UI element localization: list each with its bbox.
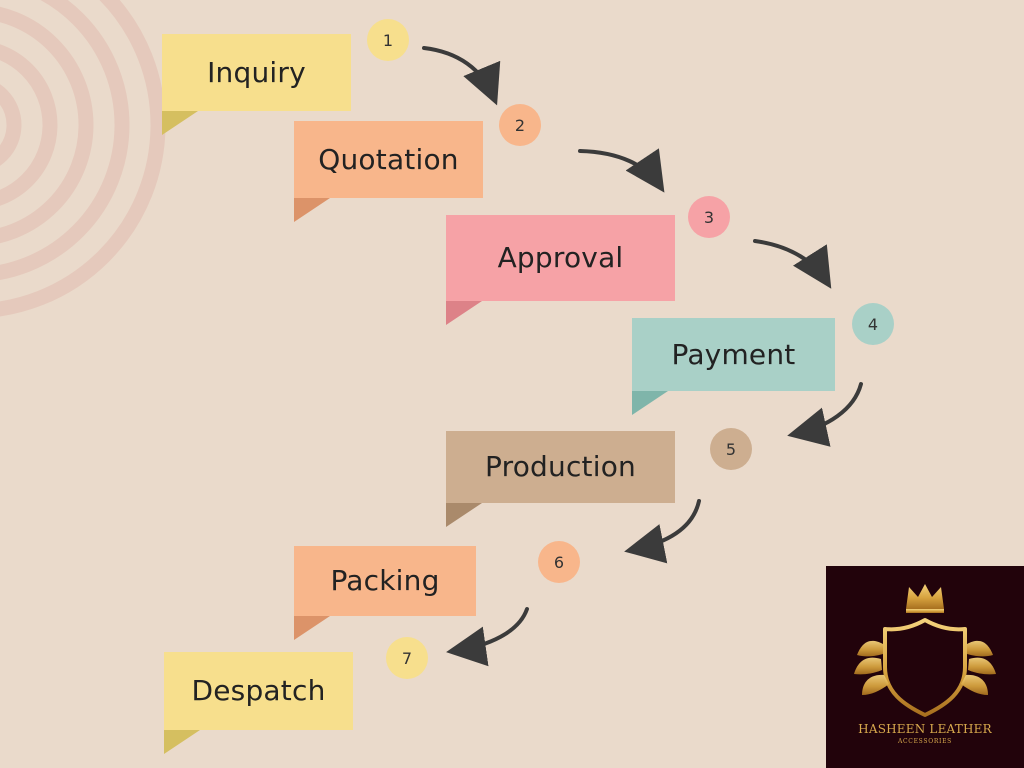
step-payment: Payment (632, 318, 835, 415)
step-number-text: 4 (867, 314, 879, 334)
step-number-text: 7 (401, 648, 413, 668)
arrow-2-to-3 (578, 148, 665, 193)
brand-logo: HASHEEN LEATHER ACCESSORIES (826, 566, 1024, 768)
arrow-4-to-5 (787, 382, 863, 447)
step-packing: Packing (294, 546, 476, 640)
step-label: Quotation (318, 142, 459, 176)
arrow-5-to-6 (624, 499, 701, 564)
step-label: Production (485, 450, 636, 483)
step-3-number: 3 (688, 196, 730, 238)
step-number-text: 6 (553, 552, 565, 572)
step-inquiry: Inquiry (162, 34, 351, 135)
crest-icon (854, 584, 996, 717)
step-4-number: 4 (852, 303, 894, 345)
step-label: Inquiry (207, 55, 306, 89)
step-2-number: 2 (499, 104, 541, 146)
step-despatch: Despatch (164, 652, 353, 754)
step-number-text: 2 (514, 115, 526, 135)
step-production: Production (446, 431, 675, 527)
step-approval: Approval (446, 215, 675, 325)
step-1-number: 1 (367, 19, 409, 61)
step-5-number: 5 (710, 428, 752, 470)
step-quotation: Quotation (294, 121, 483, 222)
step-7-number: 7 (386, 637, 428, 679)
brand-tagline: ACCESSORIES (897, 738, 952, 745)
step-label: Approval (497, 241, 624, 274)
brand-name: HASHEEN LEATHER (858, 722, 992, 736)
step-label: Despatch (191, 674, 326, 707)
step-number-text: 3 (703, 207, 715, 227)
step-label: Payment (671, 337, 796, 371)
arrow-3-to-4 (753, 239, 832, 289)
arrow-1-to-2 (422, 46, 501, 106)
background-rings (0, 0, 166, 317)
step-6-number: 6 (538, 541, 580, 583)
step-number-text: 5 (725, 439, 737, 459)
step-number-text: 1 (382, 30, 394, 50)
step-label: Packing (330, 564, 440, 597)
